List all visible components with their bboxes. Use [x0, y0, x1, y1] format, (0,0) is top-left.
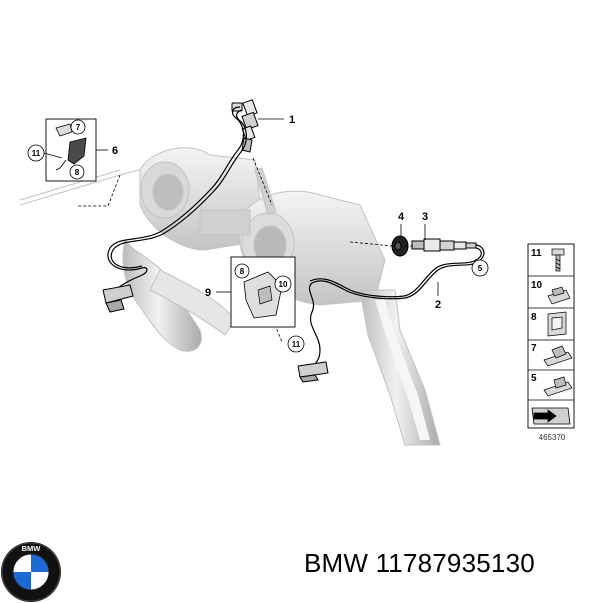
svg-text:11: 11: [531, 248, 542, 259]
svg-text:10: 10: [279, 280, 288, 289]
bmw-logo-icon: BMW: [1, 542, 61, 602]
callout-1: 1: [258, 114, 295, 126]
grommet-part: [391, 235, 409, 257]
exhaust-manifold-drawing: [19, 147, 441, 446]
callout-2: 2: [435, 282, 441, 311]
bolt-icon: [551, 248, 565, 272]
cable-clip-icon: [543, 345, 573, 367]
callout-3: 3: [422, 211, 428, 240]
svg-text:7: 7: [531, 343, 537, 354]
svg-text:7: 7: [76, 123, 81, 132]
retaining-clip-icon: [543, 376, 573, 397]
callout-5: 5: [471, 259, 489, 277]
figure-id: 465370: [539, 433, 566, 442]
callout-4: 4: [398, 211, 405, 236]
holder-clip-icon: [547, 311, 567, 337]
circle-callout-11-lower: 11: [287, 335, 305, 353]
inset-callout-8-mid: 8: [234, 263, 250, 279]
svg-text:9: 9: [205, 287, 211, 299]
svg-text:11: 11: [32, 149, 41, 158]
inset-callout-11: 11: [27, 144, 63, 162]
svg-text:6: 6: [112, 145, 118, 157]
inset-callout-10-mid: 10: [274, 275, 292, 293]
legend-item-7: 7: [531, 343, 573, 367]
svg-text:8: 8: [75, 168, 80, 177]
svg-text:5: 5: [478, 264, 483, 273]
part-number-label: BMW 11787935130: [304, 548, 535, 578]
svg-text:BMW: BMW: [22, 544, 42, 553]
svg-text:4: 4: [398, 211, 405, 223]
oxygen-sensor-downstream: [411, 238, 477, 252]
legend-item-8: 8: [531, 311, 567, 337]
legend-item-10: 10: [531, 280, 571, 305]
harness-connector-bottom: [297, 361, 329, 383]
svg-text:3: 3: [422, 211, 428, 223]
downstream-sensor-harness: [308, 244, 485, 369]
harness-connector-left: [102, 284, 134, 313]
oxygen-sensor-upstream: [231, 99, 259, 153]
clip-nut-icon: [547, 286, 571, 305]
oxygen-sensor-upstream-harness: [107, 106, 247, 296]
legend-item-5: 5: [531, 373, 573, 397]
svg-text:8: 8: [531, 312, 537, 323]
inset-callout-8: 8: [69, 164, 85, 180]
inset-callout-7: 7: [70, 119, 86, 135]
svg-text:10: 10: [531, 280, 543, 291]
arrow-icon: [531, 407, 571, 425]
callout-9: 9: [205, 287, 231, 299]
svg-text:11: 11: [292, 340, 301, 349]
callout-6: 6: [96, 145, 118, 157]
legend-item-11: 11: [531, 248, 565, 272]
svg-text:5: 5: [531, 373, 537, 384]
svg-text:1: 1: [289, 114, 295, 126]
svg-text:2: 2: [435, 299, 441, 311]
parts-legend: 11 10 8 7: [527, 243, 575, 429]
svg-text:8: 8: [240, 267, 245, 276]
dashed-leader-lines: [78, 157, 414, 343]
